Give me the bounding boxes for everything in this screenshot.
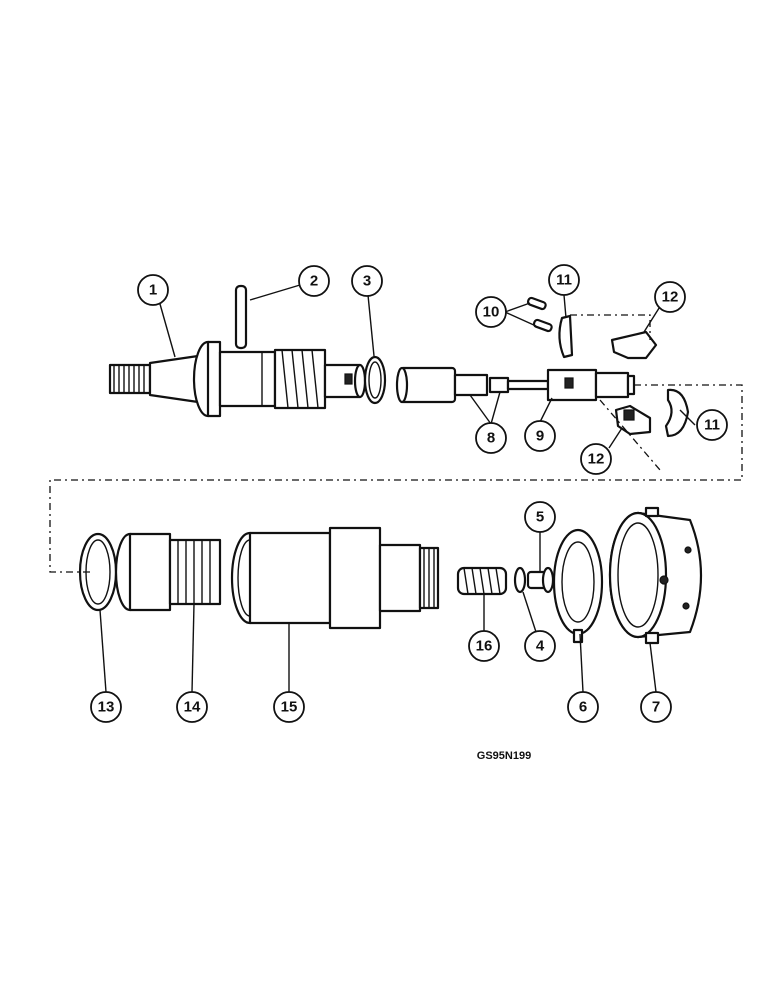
part-15-clutch-housing <box>230 526 440 630</box>
svg-text:7: 7 <box>652 699 660 716</box>
callout-4: 4 <box>524 630 556 662</box>
callout-12-upper: 12 <box>654 281 686 313</box>
callout-11-lower: 11 <box>696 409 728 441</box>
part-12-weight-upper <box>610 330 658 360</box>
callout-7: 7 <box>640 691 672 723</box>
part-2-pin <box>234 284 248 350</box>
part-3-snap-ring <box>363 355 387 405</box>
svg-text:12: 12 <box>588 451 605 468</box>
callout-6: 6 <box>567 691 599 723</box>
part-1-shaft <box>108 340 367 418</box>
svg-text:16: 16 <box>476 638 493 655</box>
callout-10: 10 <box>475 296 507 328</box>
svg-text:12: 12 <box>662 289 679 306</box>
callout-11-upper: 11 <box>548 264 580 296</box>
svg-text:3: 3 <box>363 273 371 290</box>
svg-text:8: 8 <box>487 430 495 447</box>
callout-2: 2 <box>298 265 330 297</box>
callout-14: 14 <box>176 691 208 723</box>
svg-text:5: 5 <box>536 509 544 526</box>
part-5-retainer <box>526 566 555 594</box>
svg-text:2: 2 <box>310 273 318 290</box>
callout-9: 9 <box>524 420 556 452</box>
part-12-weight-lower <box>614 404 652 436</box>
callout-12-lower: 12 <box>580 443 612 475</box>
svg-text:15: 15 <box>281 699 298 716</box>
leader-lines <box>99 284 696 693</box>
svg-text:6: 6 <box>579 699 587 716</box>
svg-text:9: 9 <box>536 428 544 445</box>
assembly-lines <box>49 314 743 573</box>
part-14-pinion <box>114 532 222 612</box>
reference-code: GS95N199 <box>477 750 531 762</box>
svg-text:10: 10 <box>483 304 500 321</box>
callout-16: 16 <box>468 630 500 662</box>
svg-text:14: 14 <box>184 699 201 716</box>
part-8-plunger-assembly <box>395 366 550 404</box>
svg-text:11: 11 <box>556 272 572 289</box>
svg-text:13: 13 <box>98 699 115 716</box>
part-11-half-ring-lower <box>664 388 690 438</box>
callout-5: 5 <box>524 501 556 533</box>
svg-text:11: 11 <box>704 417 720 434</box>
callout-1: 1 <box>137 274 169 306</box>
part-10-pins <box>526 296 553 333</box>
callout-8: 8 <box>475 422 507 454</box>
callout-3: 3 <box>351 265 383 297</box>
part-4-washer <box>513 566 527 594</box>
part-11-half-ring-upper <box>558 314 574 359</box>
part-6-plate <box>552 528 604 644</box>
part-16-spring <box>456 566 508 596</box>
callout-13: 13 <box>90 691 122 723</box>
part-9-governor-shaft <box>546 368 636 402</box>
part-7-end-housing <box>608 506 703 645</box>
callout-15: 15 <box>273 691 305 723</box>
svg-text:4: 4 <box>536 638 545 655</box>
svg-text:1: 1 <box>149 282 157 299</box>
